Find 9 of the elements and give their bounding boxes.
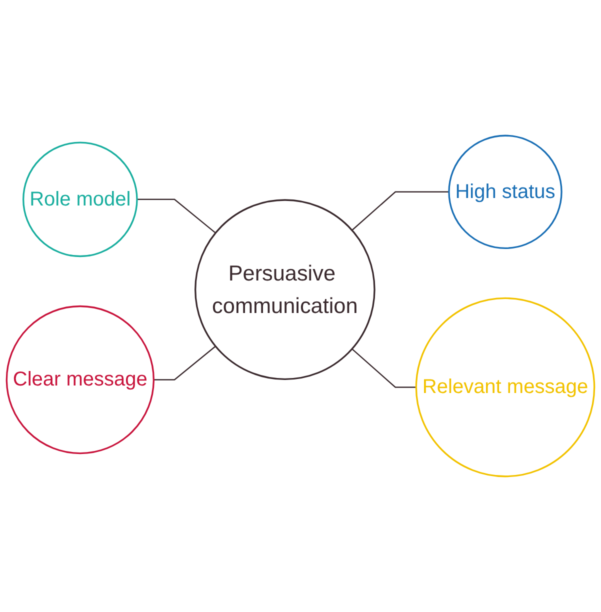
node-circle: High status [448,134,562,250]
node-circle: Persuasive communication [194,199,376,380]
node-circle: Clear message [6,305,154,454]
node-circle: Role model [22,142,138,258]
node-circle: Relevant message [415,297,596,478]
connector [137,198,216,234]
connector [352,191,449,231]
connector [352,348,416,388]
connector [154,346,216,380]
